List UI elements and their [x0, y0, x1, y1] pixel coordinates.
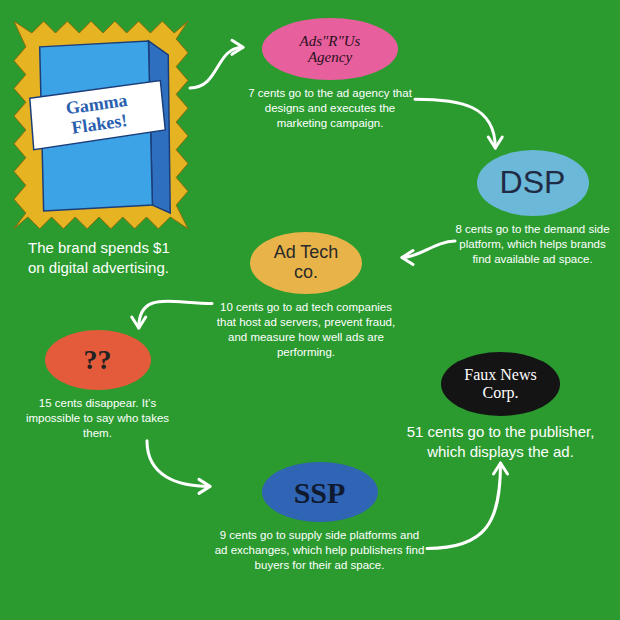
arrow-line — [139, 301, 212, 328]
arrow-head — [488, 137, 502, 148]
arrow-head — [402, 251, 413, 265]
flow-node: Faux News Corp. 51 cents go to the publis… — [388, 352, 613, 461]
ellipse-badge: Ad Tech co. — [250, 232, 363, 294]
flow-arrow — [415, 99, 502, 148]
box-band — [30, 81, 165, 150]
starburst — [14, 21, 188, 229]
node-title: Ads"R"Us Agency — [284, 33, 376, 66]
flow-arrow — [190, 40, 243, 88]
flow-node: SSP 9 cents go to supply side platforms a… — [212, 462, 427, 573]
flow-arrow — [427, 463, 508, 548]
ellipse-badge: Faux News Corp. — [441, 352, 561, 416]
flow-arrow — [132, 301, 212, 328]
flow-arrow — [402, 241, 455, 264]
node-description: 9 cents go to supply side platforms and … — [212, 528, 427, 573]
flow-node: ?? 15 cents disappear. It’s impossible to… — [15, 330, 180, 441]
flow-node: Ads"R"Us Agency 7 cents go to the ad agen… — [245, 18, 415, 131]
node-title: Ad Tech co. — [269, 243, 344, 283]
flow-arrow — [147, 441, 210, 494]
node-title: SSP — [294, 476, 346, 509]
flow-node: Ad Tech co. 10 cents go to ad tech compan… — [212, 232, 400, 360]
arrow-line — [402, 241, 455, 257]
flow-node: Gamma Flakes! The brand spends $1 on digi… — [12, 18, 190, 277]
node-title: Faux News Corp. — [461, 366, 541, 401]
arrow-line — [427, 463, 501, 548]
arrow-head — [199, 479, 210, 493]
node-title: ?? — [84, 345, 112, 376]
ellipse-badge: SSP — [262, 462, 378, 522]
node-description: 7 cents go to the ad agency that designs… — [245, 86, 415, 131]
arrow-head — [232, 40, 243, 54]
ellipse-badge: Ads"R"Us Agency — [262, 18, 399, 80]
node-description: 8 cents go to the demand side platform, … — [455, 222, 610, 267]
ellipse-badge: DSP — [477, 150, 589, 216]
node-description: 10 cents go to ad tech companies that ho… — [212, 300, 400, 360]
cereal-box: Gamma Flakes! — [12, 18, 190, 232]
arrow-head — [132, 317, 146, 328]
arrow-head — [494, 463, 508, 474]
arrow-line — [415, 99, 495, 148]
node-description: The brand spends $1 on digital advertisi… — [12, 238, 190, 277]
ellipse-badge: ?? — [45, 330, 151, 390]
node-description: 15 cents disappear. It’s impossible to s… — [15, 396, 180, 441]
flow-node: DSP 8 cents go to the demand side platfor… — [455, 150, 610, 267]
node-title: DSP — [500, 165, 566, 200]
node-description: 51 cents go to the publisher, which disp… — [388, 422, 613, 461]
